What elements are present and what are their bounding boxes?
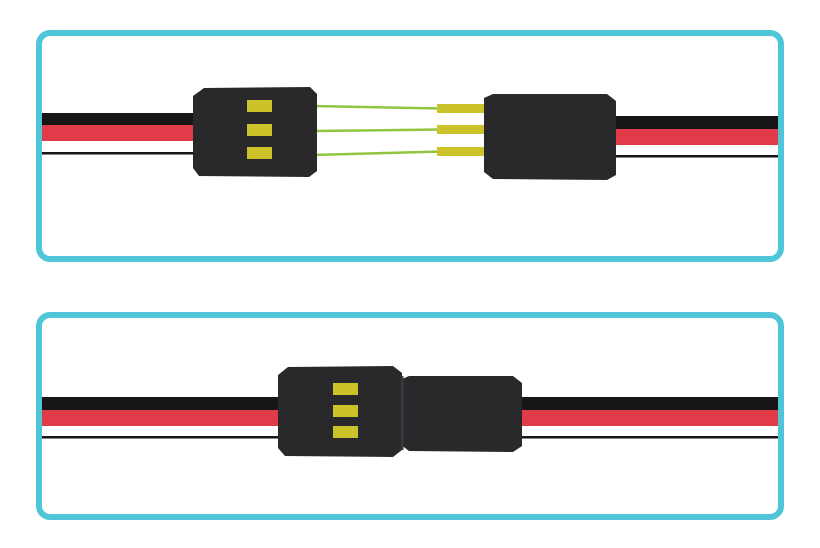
wire-white	[42, 141, 200, 152]
contact-pad-middle	[333, 405, 358, 417]
wire-white	[610, 145, 778, 155]
diagram-connectors-apart	[42, 87, 778, 180]
contact-pad-middle	[247, 124, 272, 136]
contact-pad-top	[333, 383, 358, 395]
male-connector-housing	[400, 376, 522, 452]
female-connector	[193, 87, 317, 177]
contact-pin-top	[437, 104, 485, 113]
male-connector	[484, 94, 616, 180]
wire-red	[42, 125, 200, 141]
contact-pad-top	[247, 100, 272, 112]
contact-pin-bottom	[437, 147, 485, 156]
panel-connectors-mated	[36, 312, 784, 520]
female-connector	[278, 366, 402, 457]
wire-black	[610, 116, 778, 129]
contact-pin-middle	[437, 125, 485, 134]
connector-seam	[401, 376, 404, 450]
wire-white-outline	[610, 155, 778, 158]
connector-pins	[437, 104, 485, 156]
pin-alignment-guides	[311, 104, 443, 157]
wire-red	[610, 129, 778, 145]
male-connector	[400, 376, 522, 452]
wire-white-outline	[42, 152, 200, 155]
cable-right	[610, 116, 778, 158]
contact-pad-bottom	[247, 147, 272, 159]
guide-line-bottom	[311, 150, 443, 157]
guide-line-top	[311, 104, 443, 110]
guide-line-middle	[311, 128, 443, 133]
panel-connectors-apart	[36, 30, 784, 262]
cable-left	[42, 113, 200, 155]
male-connector-housing	[484, 94, 616, 180]
contact-pad-bottom	[333, 426, 358, 438]
diagram-connectors-mated	[42, 366, 778, 457]
wire-black	[42, 113, 200, 125]
